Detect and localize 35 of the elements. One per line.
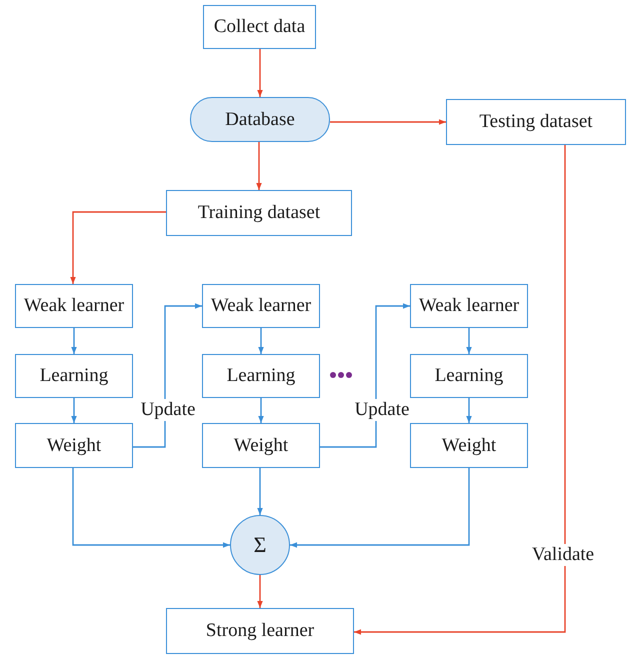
edge-label: Update (140, 399, 196, 421)
process-box: Learning (202, 354, 320, 398)
arrow (71, 398, 77, 423)
sum-circle: Σ (230, 515, 290, 575)
database-terminal: Database (190, 97, 330, 142)
process-box: Weak learner (410, 284, 528, 328)
process-box: Learning (410, 354, 528, 398)
arrow (466, 398, 472, 423)
process-box: Weight (15, 423, 133, 468)
arrow (258, 398, 264, 423)
arrow (70, 211, 166, 284)
arrow (257, 575, 263, 608)
process-box: Weight (410, 423, 528, 468)
process-box: Learning (15, 354, 133, 398)
arrow (256, 142, 262, 190)
process-box: Weak learner (15, 284, 133, 328)
arrow (354, 145, 566, 635)
process-box: Collect data (203, 5, 316, 49)
arrow (330, 119, 446, 125)
edge-label: Update (354, 399, 410, 421)
arrow (72, 468, 230, 548)
arrow (320, 303, 410, 448)
arrow (466, 328, 472, 354)
arrow (258, 328, 264, 354)
arrow (257, 468, 263, 515)
process-box: Weak learner (202, 284, 320, 328)
arrow (257, 49, 263, 97)
process-box: Strong learner (166, 608, 354, 654)
process-box: Training dataset (166, 190, 352, 236)
arrow (290, 468, 470, 548)
arrow (133, 303, 202, 448)
process-box: Testing dataset (446, 99, 626, 145)
arrow (71, 328, 77, 354)
edge-label: Validate (530, 544, 596, 566)
process-box: Weight (202, 423, 320, 468)
